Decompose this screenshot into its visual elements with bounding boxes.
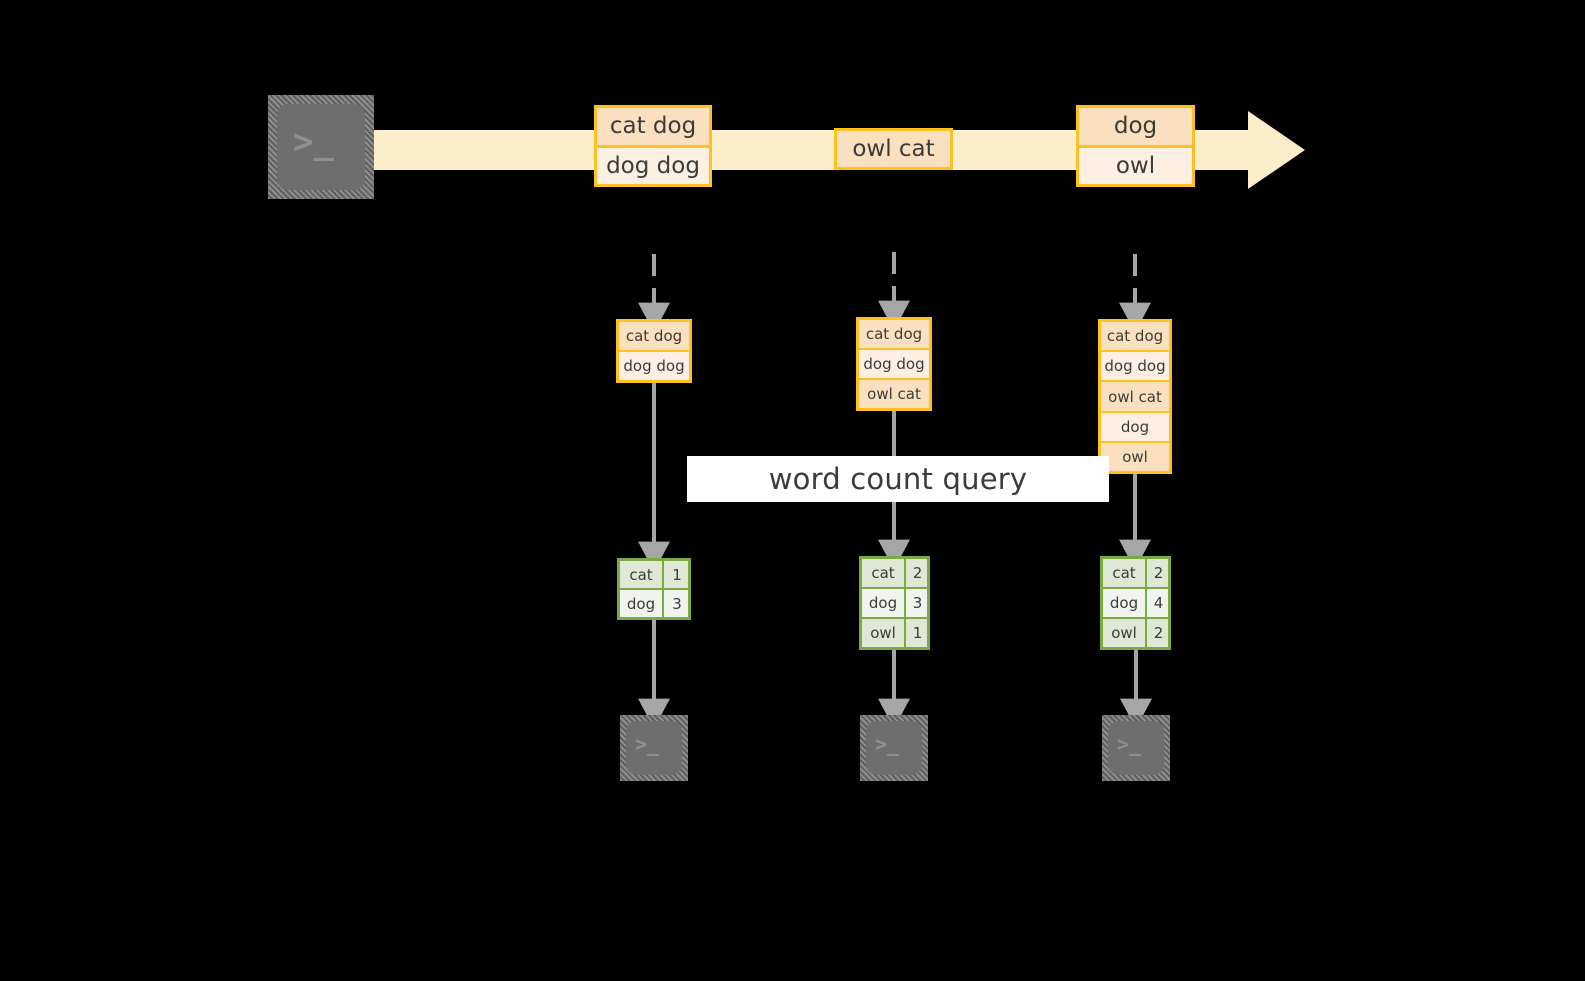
table-cell-word: cat: [1103, 559, 1147, 587]
snapshot-1: cat dog dog dog: [616, 319, 692, 383]
terminal-prompt-glyph: >_: [293, 122, 334, 162]
table-row: owl 1: [862, 617, 927, 647]
table-row: owl 2: [1103, 617, 1168, 647]
terminal-screen: [1108, 721, 1164, 775]
stream-record-line: dog: [1079, 108, 1192, 145]
snapshot-line: dog dog: [1101, 350, 1169, 381]
table-cell-count: 1: [664, 561, 688, 588]
sink-terminal-3[interactable]: >_: [1102, 715, 1170, 781]
query-banner-label: word count query: [768, 462, 1028, 496]
query-banner: word count query: [687, 456, 1109, 502]
table-cell-word: cat: [862, 559, 906, 587]
table-cell-word: dog: [620, 590, 664, 617]
table-cell-word: cat: [620, 561, 664, 588]
stream-record-1: cat dog dog dog: [594, 105, 712, 187]
table-cell-count: 1: [906, 619, 927, 647]
table-row: dog 4: [1103, 587, 1168, 617]
table-row: cat 1: [620, 561, 688, 588]
table-row: dog 3: [862, 587, 927, 617]
table-cell-count: 2: [906, 559, 927, 587]
snapshot-line: cat dog: [1101, 322, 1169, 351]
table-cell-word: dog: [1103, 589, 1147, 617]
snapshot-line: cat dog: [619, 322, 689, 350]
table-row: dog 3: [620, 588, 688, 617]
stream-record-line: dog dog: [597, 144, 709, 184]
stream-record-line: owl cat: [837, 131, 950, 167]
snapshot-3: cat dog dog dog owl cat dog owl: [1098, 319, 1172, 474]
terminal-screen: [866, 721, 922, 775]
sink-terminal-1[interactable]: >_: [620, 715, 688, 781]
table-cell-count: 2: [1147, 619, 1168, 647]
stream-record-line: cat dog: [597, 108, 709, 145]
snapshot-2: cat dog dog dog owl cat: [856, 317, 932, 411]
arrow-right-icon: [1248, 111, 1305, 189]
table-cell-word: owl: [1103, 619, 1147, 647]
table-row: cat 2: [1103, 559, 1168, 587]
table-cell-count: 2: [1147, 559, 1168, 587]
stream-record-line: owl: [1079, 144, 1192, 184]
sink-terminal-2[interactable]: >_: [860, 715, 928, 781]
table-cell-word: owl: [862, 619, 906, 647]
terminal-screen: [626, 721, 682, 775]
terminal-prompt-glyph: >_: [635, 732, 660, 756]
terminal-prompt-glyph: >_: [1117, 732, 1142, 756]
snapshot-line: dog dog: [619, 350, 689, 380]
table-cell-count: 3: [906, 589, 927, 617]
stream-record-3: dog owl: [1076, 105, 1195, 187]
snapshot-line: dog: [1101, 410, 1169, 441]
result-table-1: cat 1 dog 3: [617, 558, 691, 620]
result-table-2: cat 2 dog 3 owl 1: [859, 556, 930, 650]
snapshot-line: cat dog: [859, 320, 929, 348]
table-cell-word: dog: [862, 589, 906, 617]
snapshot-line: owl cat: [1101, 380, 1169, 411]
terminal-screen: [277, 104, 365, 190]
snapshot-line: owl cat: [859, 378, 929, 408]
terminal-prompt-glyph: >_: [875, 732, 900, 756]
snapshot-line: dog dog: [859, 348, 929, 378]
terminal-icon[interactable]: >_: [268, 95, 374, 199]
snapshot-line: owl: [1101, 440, 1169, 472]
table-cell-count: 3: [664, 590, 688, 617]
table-cell-count: 4: [1147, 589, 1168, 617]
stream-record-2: owl cat: [834, 128, 953, 170]
result-table-3: cat 2 dog 4 owl 2: [1100, 556, 1171, 650]
table-row: cat 2: [862, 559, 927, 587]
